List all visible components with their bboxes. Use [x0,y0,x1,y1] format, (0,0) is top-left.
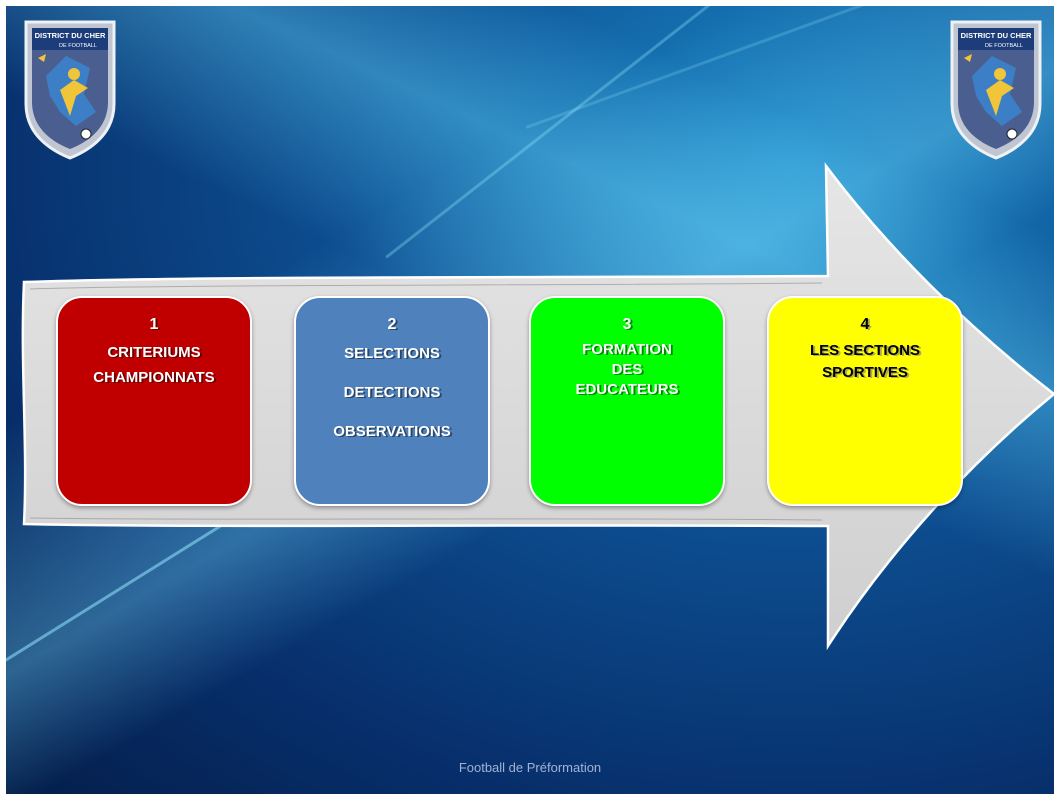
step-number: 2 [387,316,397,333]
step-label: SPORTIVES [822,364,908,381]
step-label: OBSERVATIONS [333,423,451,440]
step-label: DES [611,361,643,378]
step-label: EDUCATEURS [575,381,679,398]
step-number: 4 [860,316,870,333]
step-criteriums: 1 CRITERIUMS CHAMPIONNATS [56,296,252,506]
step-label: CRITERIUMS [107,344,201,361]
step-label: DETECTIONS [343,384,441,401]
step-label: FORMATION [582,341,672,358]
slide: 1 CRITERIUMS CHAMPIONNATS 2 SELECTIONS D… [6,6,1054,794]
step-label: CHAMPIONNATS [93,369,215,386]
district-logo: DISTRICT DU CHER DE FOOTBALL [950,20,1042,160]
step-label: SELECTIONS [344,345,440,362]
step-number: 1 [149,316,159,333]
step-formation: 3 FORMATION DES EDUCATEURS [529,296,725,506]
logo-title: DISTRICT DU CHER [961,31,1032,40]
step-number: 3 [622,316,632,333]
step-selections: 2 SELECTIONS DETECTIONS OBSERVATIONS [294,296,490,506]
district-logo: DISTRICT DU CHER DE FOOTBALL [24,20,116,160]
step-label: LES SECTIONS [809,342,921,359]
step-sections-sportives: 4 LES SECTIONS SPORTIVES [767,296,963,506]
logo-subtitle: DE FOOTBALL [985,43,1023,49]
slide-footer: Football de Préformation [458,760,602,775]
logo-title: DISTRICT DU CHER [35,31,106,40]
logo-subtitle: DE FOOTBALL [59,43,97,49]
